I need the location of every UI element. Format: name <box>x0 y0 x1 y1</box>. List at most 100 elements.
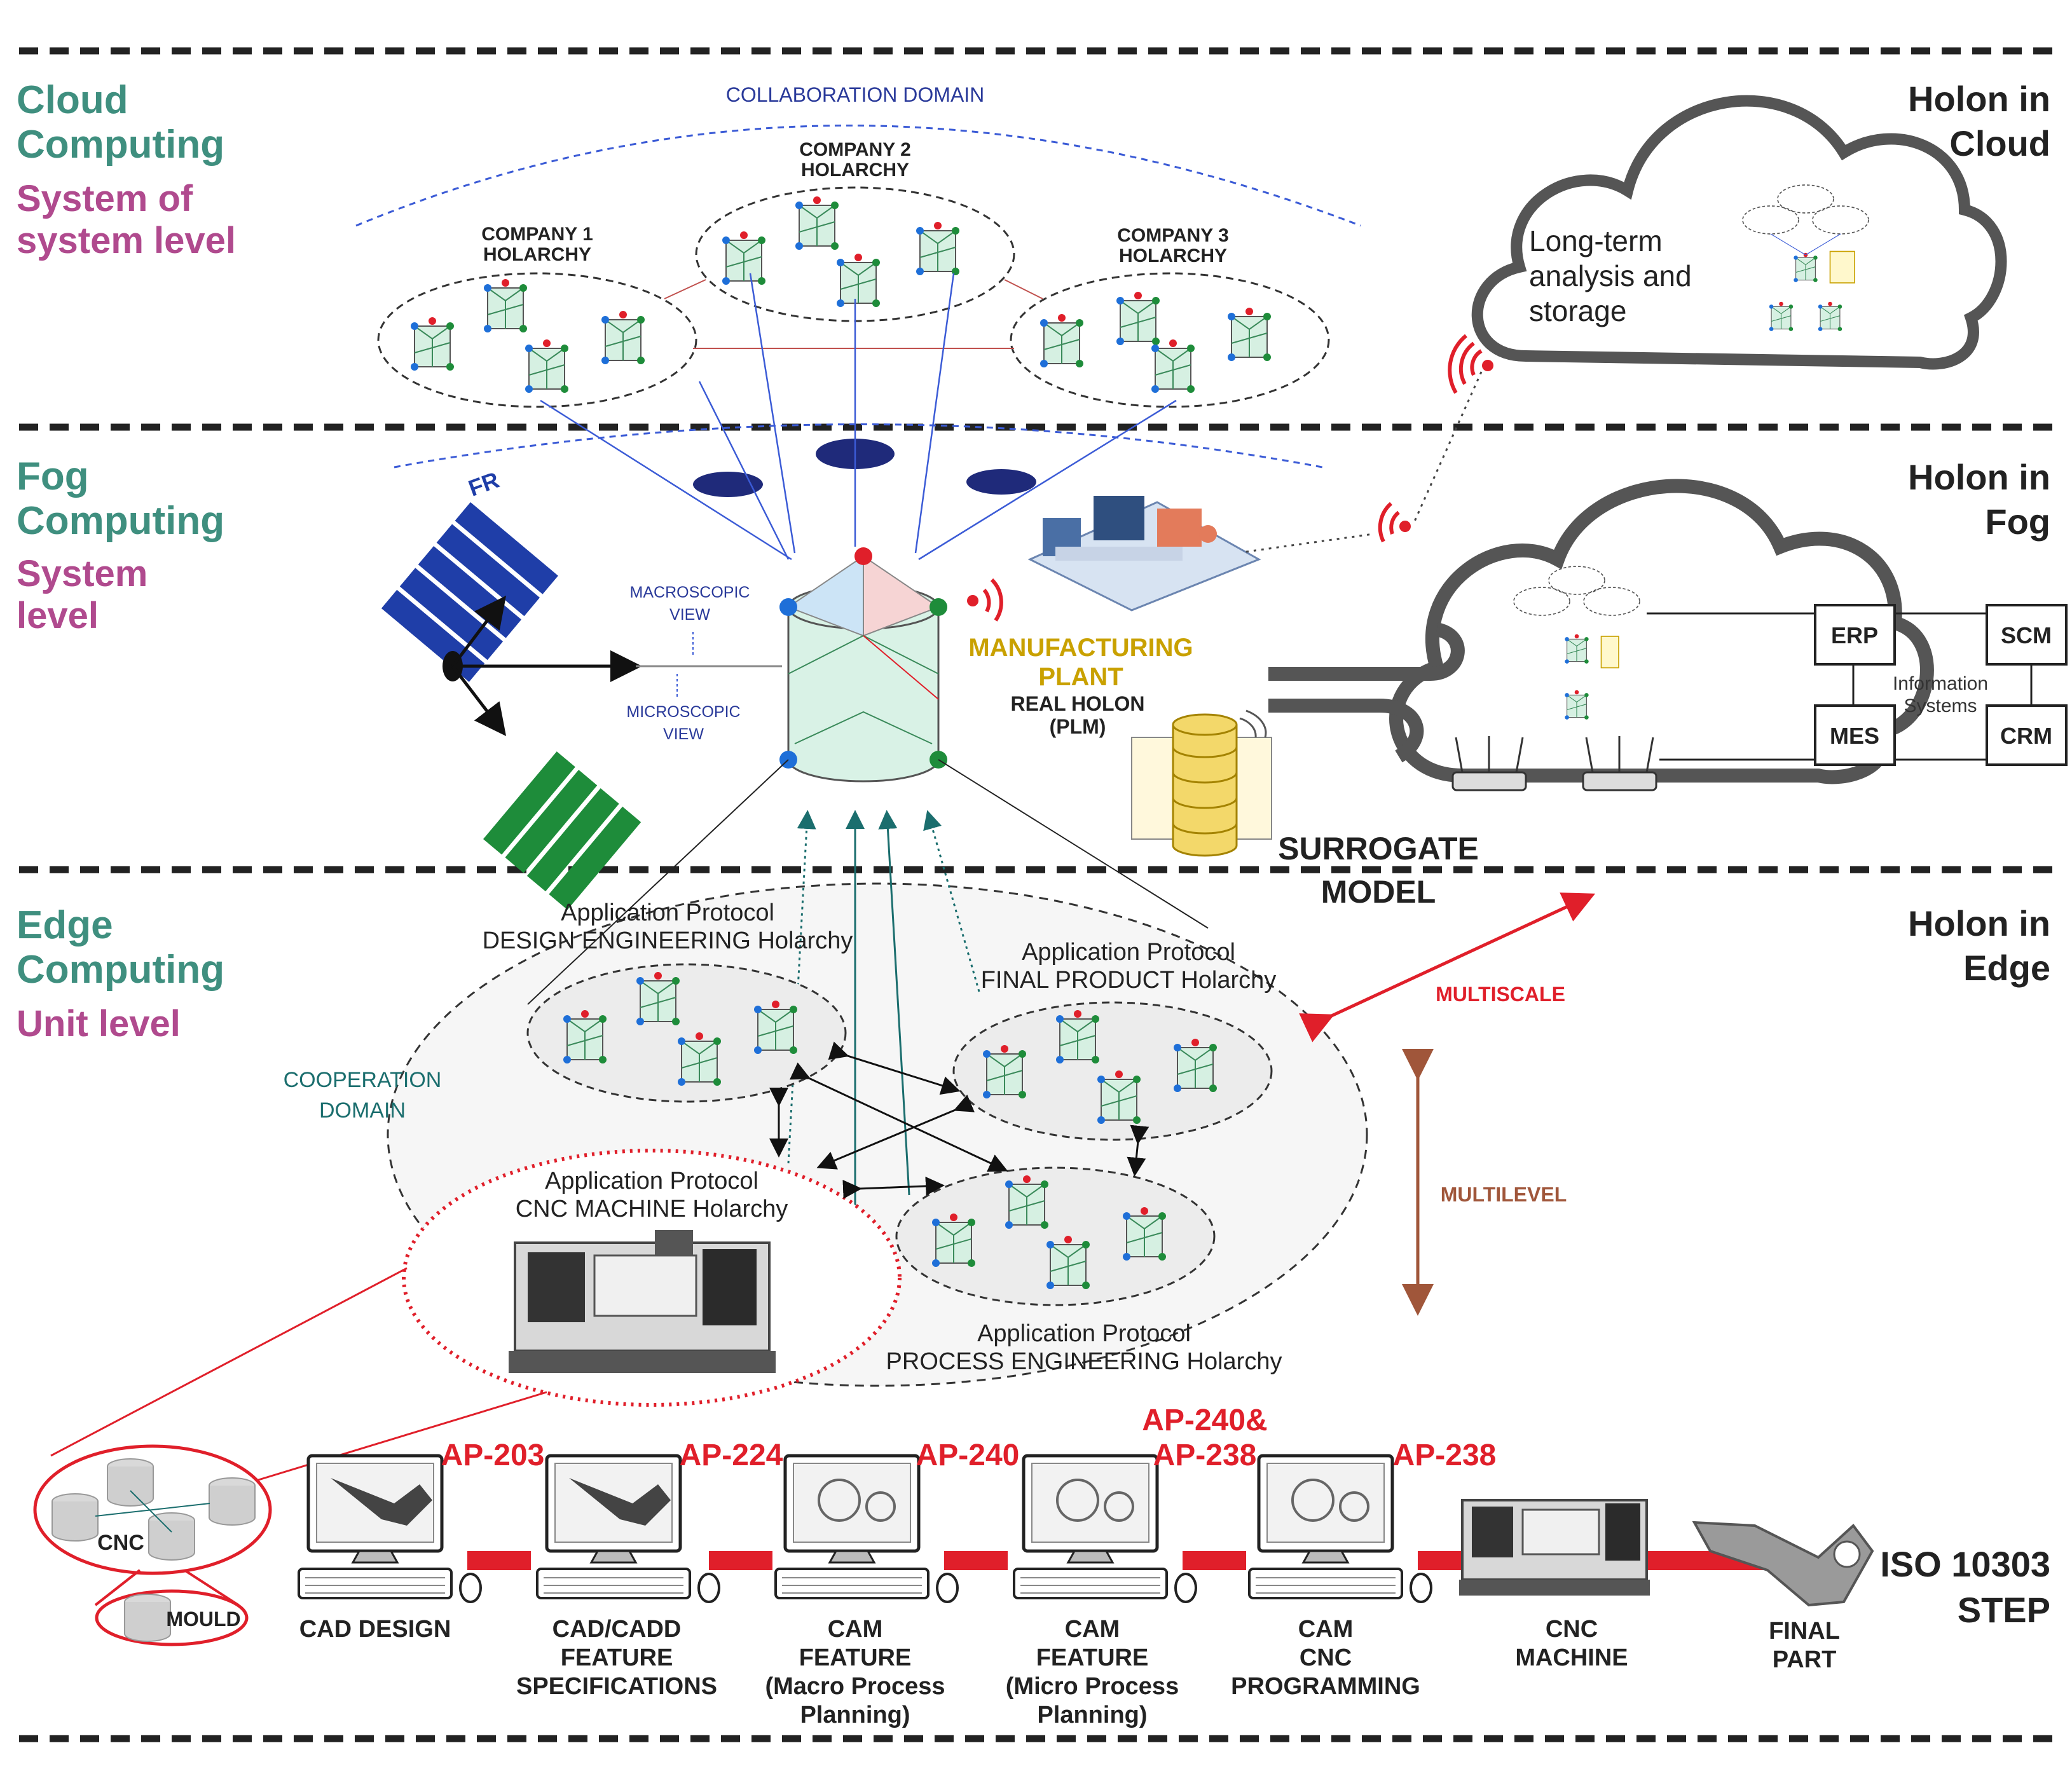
view-arrows <box>443 596 782 736</box>
cloud-fog-connectors <box>693 439 1036 497</box>
surrogate-label-1: SURROGATE <box>1278 831 1479 866</box>
station-final-part-1: FINAL <box>1769 1618 1840 1644</box>
info-systems-label-1: Information <box>1893 673 1988 694</box>
station-cadd-1: CAD/CADD <box>552 1616 682 1643</box>
cnc-cluster: CNC MOULD <box>33 1444 272 1646</box>
holarchy-to-holon-lines <box>540 273 1177 561</box>
cnc-holarchy-label-2: CNC MACHINE Holarchy <box>516 1196 788 1222</box>
holon-edge-line2: Edge <box>1963 948 2050 988</box>
cnc-machine-holarchy: Application Protocol CNC MACHINE Holarch… <box>402 1149 902 1407</box>
wireless-signal-icon <box>1448 334 1493 394</box>
cad-design-computer <box>299 1456 481 1602</box>
iso-label-1: ISO 10303 <box>1880 1544 2050 1584</box>
station-cam-cnc-3: PROGRAMMING <box>1231 1673 1420 1700</box>
company-links <box>664 279 1043 349</box>
cloud-tier-title-line1: Cloud <box>17 78 128 122</box>
station-cam-micro-2: FEATURE <box>1036 1644 1149 1671</box>
company1-label-1: COMPANY 1 <box>481 224 593 245</box>
real-holon-label-1: REAL HOLON <box>1011 692 1145 715</box>
plant-label-1: MANUFACTURING <box>968 634 1193 662</box>
crm-box: CRM <box>2000 723 2052 749</box>
fr-blue-blocks <box>381 502 558 682</box>
station-cam-cnc-2: CNC <box>1300 1644 1352 1671</box>
plant-signal-icon <box>967 578 1003 622</box>
station-cad-design: CAD DESIGN <box>299 1616 451 1643</box>
green-blocks <box>483 751 641 910</box>
router-icons <box>1451 736 1657 791</box>
station-cam-macro-2: FEATURE <box>799 1644 912 1671</box>
process-engineering-holarchy: Application Protocol PROCESS ENGINEERING… <box>886 1166 1282 1375</box>
fr-label: FR <box>465 467 502 502</box>
monitor-screens <box>331 1478 1369 1526</box>
station-cadd-3: SPECIFICATIONS <box>516 1673 717 1700</box>
ap-238-label-a: AP-238 <box>1153 1439 1257 1472</box>
surrogate-model-icon <box>1131 709 1272 857</box>
iso-label-2: STEP <box>1958 1590 2050 1630</box>
station-cam-micro-4: Planning) <box>1037 1702 1147 1728</box>
erp-box: ERP <box>1831 622 1878 648</box>
company2-label-2: HOLARCHY <box>801 160 909 181</box>
company2-holarchy: COMPANY 2 HOLARCHY <box>695 139 1015 322</box>
station-cam-macro-1: CAM <box>828 1616 883 1643</box>
fog-tier-title-line1: Fog <box>17 455 89 498</box>
surrogate-label-2: MODEL <box>1321 874 1436 910</box>
cloud-text-2: analysis and <box>1529 259 1692 292</box>
station-cam-micro-3: (Micro Process <box>1006 1673 1179 1700</box>
cnc-holarchy-label-1: Application Protocol <box>545 1168 758 1194</box>
company2-label-1: COMPANY 2 <box>799 139 911 160</box>
collaboration-domain-arc <box>355 125 1361 227</box>
cam-macro-computer <box>776 1456 957 1602</box>
cloud-fog-link <box>1413 371 1483 522</box>
company3-label-1: COMPANY 3 <box>1117 225 1229 246</box>
company1-holarchy: COMPANY 1 HOLARCHY <box>377 224 697 408</box>
fog-tier-sub-line2: level <box>17 595 99 636</box>
final-part-image <box>1692 1521 1874 1607</box>
mould-label: MOULD <box>166 1608 240 1631</box>
design-label-1: Application Protocol <box>561 899 774 926</box>
design-label-2: DESIGN ENGINEERING Holarchy <box>483 927 853 954</box>
mes-box: MES <box>1830 723 1879 749</box>
macroscopic-label-2: VIEW <box>669 606 710 624</box>
holarchy-double-arrows <box>769 1041 1149 1199</box>
process-label-2: PROCESS ENGINEERING Holarchy <box>886 1348 1282 1375</box>
final-label-1: Application Protocol <box>1022 939 1235 966</box>
ap-240-and-label: AP-240& <box>1142 1404 1267 1437</box>
final-label-2: FINAL PRODUCT Holarchy <box>981 967 1277 994</box>
ap-238-label-b: AP-238 <box>1393 1439 1497 1472</box>
station-cadd-2: FEATURE <box>561 1644 673 1671</box>
process-label-1: Application Protocol <box>977 1320 1191 1347</box>
collaboration-domain-label: COLLABORATION DOMAIN <box>726 83 985 106</box>
cloud-tier-sub-line1: System of <box>17 178 193 219</box>
microscopic-label-1: MICROSCOPIC <box>626 703 740 721</box>
edge-tier-title-line2: Computing <box>17 948 224 992</box>
main-holon-cylinder <box>779 547 947 783</box>
fog-tier-sub-line1: System <box>17 553 148 594</box>
ap-203-label: AP-203 <box>441 1439 545 1472</box>
station-final-part-2: PART <box>1773 1646 1837 1673</box>
plant-label-2: PLANT <box>1038 663 1123 691</box>
cnc-cluster-label: CNC <box>97 1531 144 1555</box>
station-cnc-machine-1: CNC <box>1546 1616 1598 1643</box>
ap-240-label: AP-240 <box>916 1439 1020 1472</box>
information-systems <box>1647 604 2068 766</box>
multiscale-arrow <box>1299 892 1596 1043</box>
macroscopic-label-1: MACROSCOPIC <box>630 584 750 601</box>
multiscale-label: MULTISCALE <box>1436 983 1565 1006</box>
cam-micro-computer <box>1014 1456 1196 1602</box>
ap-224-label: AP-224 <box>680 1439 783 1472</box>
holon-cloud-line1: Holon in <box>1908 79 2050 119</box>
station-cam-macro-3: (Macro Process <box>765 1673 945 1700</box>
cnc-machine-image <box>509 1230 776 1373</box>
multilevel-label: MULTILEVEL <box>1441 1183 1567 1206</box>
fog-tier-title-line2: Computing <box>17 499 224 543</box>
station-cam-micro-1: CAM <box>1065 1616 1120 1643</box>
info-systems-label-2: Systems <box>1904 695 1977 716</box>
holon-in-cloud-shape: Long-term analysis and storage <box>1471 95 2007 370</box>
step-red-bars <box>467 1551 1783 1570</box>
cooperation-label-1: COOPERATION <box>284 1068 442 1092</box>
holon-in-fog-shape <box>1268 479 1934 784</box>
holon-edge-line1: Holon in <box>1908 903 2050 943</box>
holon-fog-line1: Holon in <box>1908 457 2050 497</box>
